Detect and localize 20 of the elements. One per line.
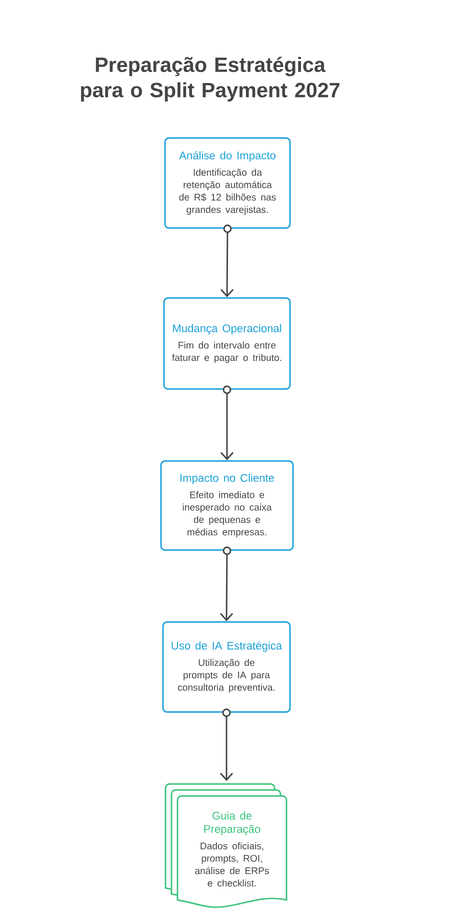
process-box <box>164 137 291 229</box>
box-heading: Análise do Impacto <box>179 151 276 162</box>
box-heading: Mudança Operacional <box>173 324 282 334</box>
box-description: Efeito imediato e inesperado no caixa de pequenas e médias empresas. <box>182 491 272 538</box>
arrow <box>220 546 234 622</box>
arrow <box>220 708 234 781</box>
box-description: Identificação da retenção automática de R$ 12 bilhões nas grandes varejistas. <box>179 168 276 215</box>
box-heading: Guia de Preparação <box>204 812 260 836</box>
box-description: Fim do intervalo entre faturar e pagar o tributo. <box>172 342 282 363</box>
arrow <box>220 386 234 460</box>
box-description: Utilização de prompts de IA para consultoria preventiva. <box>178 658 275 693</box>
process-box <box>163 297 291 390</box>
arrow <box>220 224 234 298</box>
process-box <box>162 621 291 713</box>
process-box <box>160 460 294 551</box>
box-heading: Uso de IA Estratégica <box>172 641 282 652</box>
title: Preparação Estratégica para o Split Payment 2027 <box>81 56 340 102</box>
box-heading: Impacto no Cliente <box>180 474 274 484</box>
document-stack <box>164 783 288 908</box>
box-description: Dados oficiais, prompts, ROI, análise de ERPs e checklist. <box>195 842 269 887</box>
